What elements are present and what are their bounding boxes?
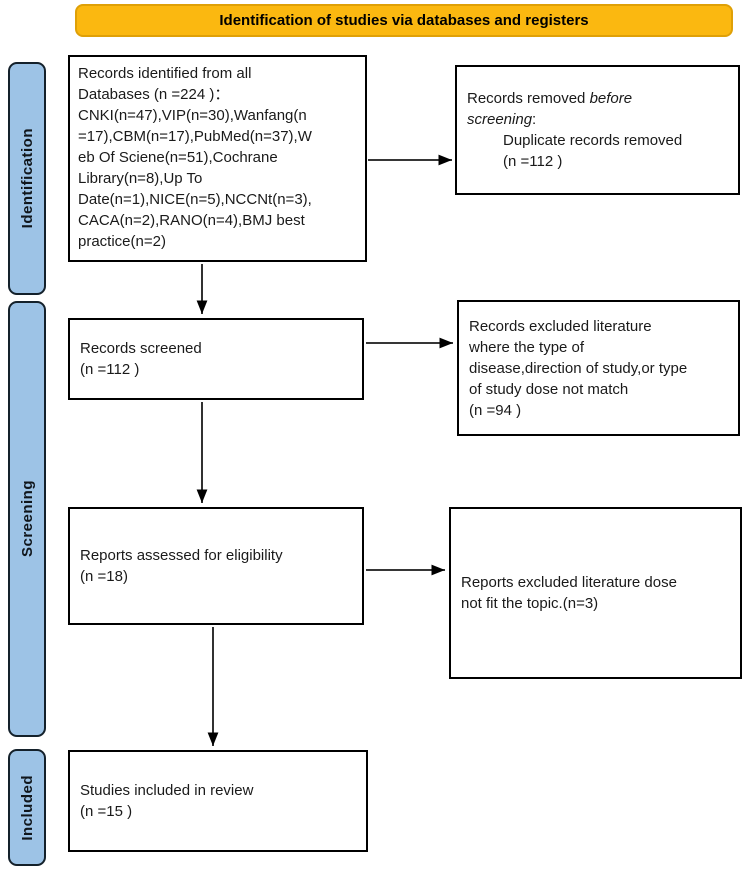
phase-label-identification: Identification [8,62,46,295]
box-reports-excluded: Reports excluded literature dose not fit… [449,507,742,679]
box-records-removed-detail: Duplicate records removed (n =112 ) [503,132,683,170]
box-studies-included: Studies included in review (n =15 ) [68,750,368,852]
diagram-title: Identification of studies via databases … [219,12,589,29]
box-reports-assessed: Reports assessed for eligibility (n =18) [68,507,364,625]
box-records-identified: Records identified from all Databases (n… [68,55,367,262]
box-reports-excluded-text: Reports excluded literature dose not fit… [461,574,677,612]
box-records-excluded: Records excluded literature where the ty… [457,300,740,436]
diagram-title-banner: Identification of studies via databases … [75,4,733,37]
box-records-removed: Records removed before screening: Duplic… [455,65,740,195]
box-studies-included-text: Studies included in review (n =15 ) [80,782,254,820]
box-records-identified-text: Records identified from all Databases (n… [78,65,312,250]
box-records-removed-text: Records removed before screening: [467,90,633,128]
phase-label-included-text: Included [18,774,36,841]
phase-label-screening-text: Screening [18,480,36,558]
box-records-screened: Records screened (n =112 ) [68,318,364,400]
box-records-excluded-text: Records excluded literature where the ty… [469,317,688,419]
box-reports-assessed-text: Reports assessed for eligibility (n =18) [80,547,283,585]
box-records-screened-text: Records screened (n =112 ) [80,340,202,378]
phase-label-screening: Screening [8,301,46,737]
phase-label-identification-text: Identification [18,128,36,229]
box-records-removed-italic: before screening [467,90,633,128]
phase-label-included: Included [8,749,46,866]
